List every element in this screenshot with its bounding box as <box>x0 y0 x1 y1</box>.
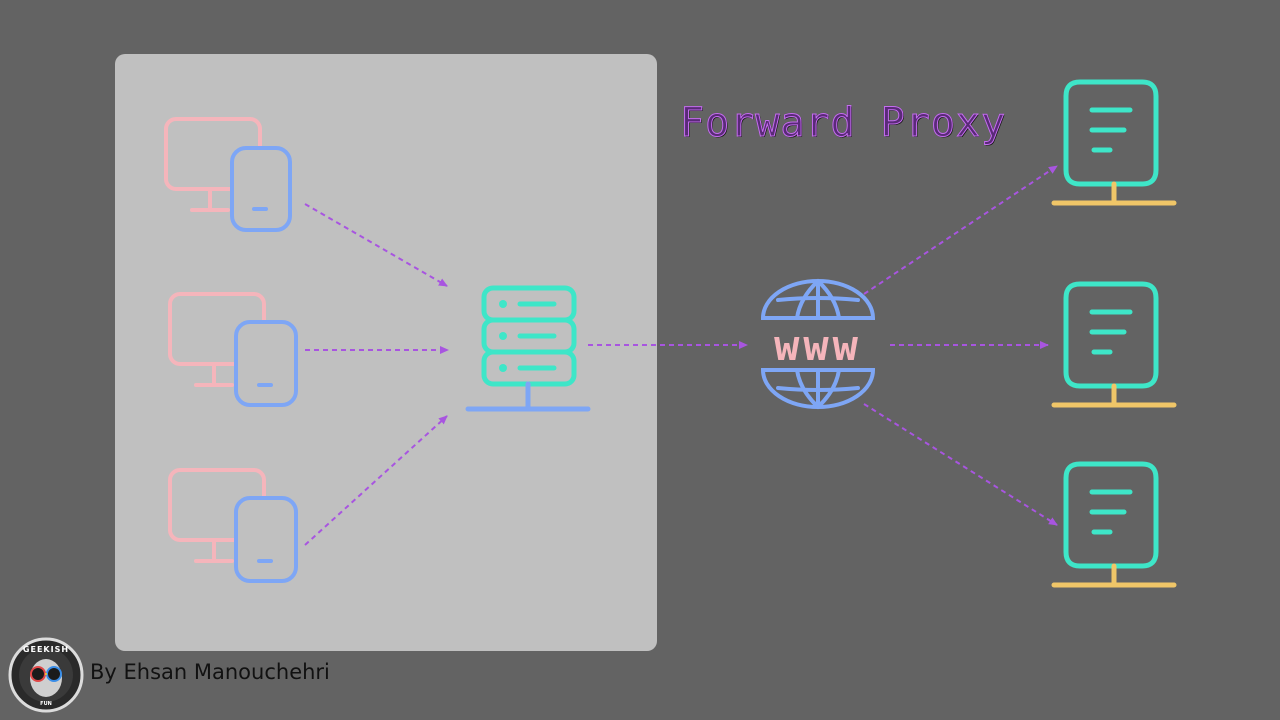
globe-icon <box>760 279 876 409</box>
proxy-server-icon <box>465 285 591 412</box>
arrow-client1-to-proxy <box>304 203 448 287</box>
client-device <box>168 292 298 407</box>
phone-icon <box>230 146 292 232</box>
globe-label: www <box>774 321 862 370</box>
phone-icon <box>234 320 298 407</box>
arrow-www-to-server3 <box>863 403 1058 526</box>
client-device <box>168 468 298 583</box>
diagram-title: Forward Proxy <box>679 100 1007 147</box>
remote-server-icon <box>1051 79 1177 206</box>
geekish-logo: GEEKISH FUN <box>8 637 84 713</box>
remote-server-icon <box>1051 461 1177 588</box>
author-credit: By Ehsan Manouchehri <box>90 660 330 684</box>
client-device <box>164 117 292 232</box>
arrow-client3-to-proxy <box>304 415 448 546</box>
phone-icon <box>234 496 298 583</box>
svg-text:GEEKISH: GEEKISH <box>23 645 69 654</box>
svg-text:FUN: FUN <box>40 701 52 707</box>
remote-server-icon <box>1051 281 1177 408</box>
arrow-www-to-server1 <box>863 165 1058 295</box>
